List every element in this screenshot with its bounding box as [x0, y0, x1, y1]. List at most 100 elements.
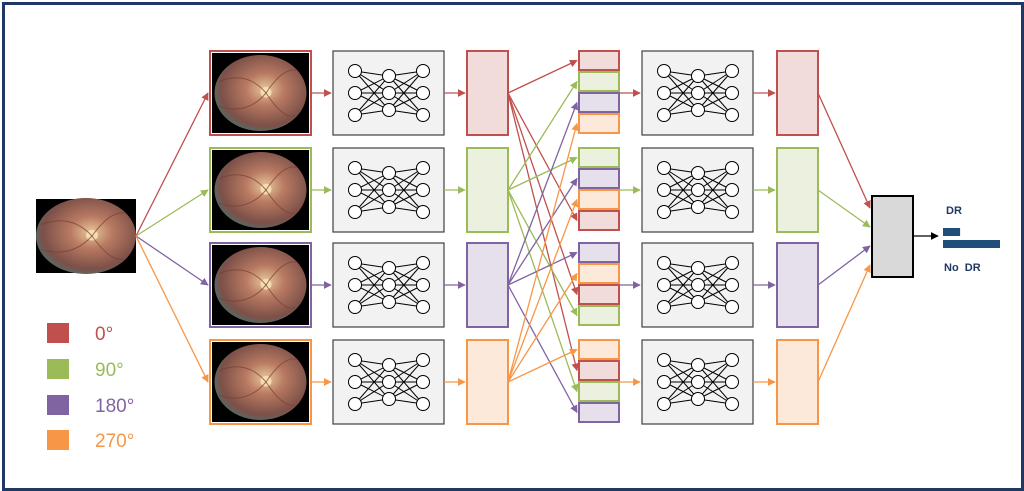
neuron-node	[657, 64, 671, 78]
neuron-node	[382, 69, 396, 83]
network-edge	[388, 70, 424, 111]
arrow-feature-to-stack	[507, 122, 579, 383]
neuron-node	[348, 278, 362, 292]
vessel	[218, 77, 267, 94]
vessel	[218, 174, 267, 191]
feature-vector-stage2	[776, 242, 819, 328]
concat-feature-segment	[578, 189, 620, 210]
neuron-node	[691, 200, 705, 214]
concat-feature-segment	[578, 360, 620, 381]
vessel	[91, 235, 124, 260]
neuron-node	[657, 353, 671, 367]
vessel	[218, 189, 267, 207]
rotated-fundus-image-90	[214, 152, 307, 228]
input-fundus-image	[36, 198, 136, 274]
network-edge	[354, 172, 390, 213]
neuron-node	[348, 108, 362, 122]
neural-network-icon	[641, 147, 754, 233]
legend-swatch-3	[47, 430, 69, 450]
vessel	[218, 92, 267, 110]
network-edge	[697, 359, 733, 400]
neural-network-icon	[332, 242, 445, 328]
arrow-feature-to-stack	[507, 177, 578, 286]
network-edge	[388, 364, 424, 405]
arrow-feature-to-stack	[507, 59, 578, 94]
neuron-node	[416, 375, 430, 389]
feature-vector-stage2	[776, 339, 819, 425]
neuron-node	[725, 86, 739, 100]
concat-feature-segment	[578, 381, 620, 402]
neuron-node	[416, 205, 430, 219]
neural-network-icon	[641, 50, 754, 136]
neuron-node	[348, 205, 362, 219]
neural-network-icon	[332, 50, 445, 136]
arrow-feature-to-aggregator	[817, 245, 871, 286]
neuron-node	[691, 69, 705, 83]
neuron-node	[416, 64, 430, 78]
network-edge	[354, 167, 390, 208]
neuron-node	[348, 397, 362, 411]
neuron-node	[725, 256, 739, 270]
neuron-node	[382, 375, 396, 389]
neuron-node	[725, 397, 739, 411]
vessel	[265, 166, 298, 191]
network-edge	[388, 172, 424, 213]
network-edge	[388, 167, 424, 208]
rotated-image-border-180	[209, 242, 312, 328]
arrow-feature-to-stack	[507, 156, 578, 191]
neuron-node	[416, 161, 430, 175]
network-edge	[697, 172, 733, 213]
arrow-feature-to-stack	[507, 284, 578, 414]
neuron-node	[382, 200, 396, 214]
concat-feature-segment	[578, 71, 620, 92]
neuron-node	[691, 86, 705, 100]
neuron-node	[348, 375, 362, 389]
arrow-input-to-rotation	[135, 92, 209, 237]
neuron-node	[725, 183, 739, 197]
arrow-feature-to-stack	[507, 198, 579, 383]
rotated-image-border-0	[209, 50, 312, 136]
arrow-feature-to-aggregator	[817, 92, 871, 209]
vessel	[265, 261, 298, 286]
network-edge	[697, 267, 733, 308]
vessel	[218, 269, 267, 286]
legend-label-2: 180°	[95, 396, 134, 417]
neuron-node	[382, 86, 396, 100]
neuron-node	[657, 278, 671, 292]
vessel	[218, 381, 267, 399]
neuron-node	[691, 261, 705, 275]
network-edge	[697, 364, 733, 405]
arrow-feature-to-stack	[507, 251, 578, 286]
network-edge	[388, 75, 424, 116]
network-edge	[388, 267, 424, 308]
neuron-node	[657, 397, 671, 411]
vessel	[40, 220, 93, 237]
input-image-border-bottom	[36, 273, 136, 279]
neuron-node	[657, 205, 671, 219]
feature-vector-stage2	[776, 50, 819, 136]
vessel	[265, 92, 296, 117]
neuron-node	[691, 103, 705, 117]
network-edge	[388, 359, 424, 400]
neuron-node	[348, 353, 362, 367]
network-edge	[388, 262, 424, 303]
vessel	[265, 69, 298, 94]
arrow-input-to-rotation	[135, 235, 209, 286]
neuron-node	[725, 108, 739, 122]
neuron-node	[691, 375, 705, 389]
concat-feature-segment	[578, 147, 620, 168]
neuron-node	[416, 300, 430, 314]
neuron-node	[382, 261, 396, 275]
concat-feature-segment	[578, 50, 620, 71]
neuron-node	[348, 183, 362, 197]
arrow-feature-to-stack	[507, 92, 578, 222]
arrow-feature-to-aggregator	[817, 189, 871, 228]
neuron-node	[382, 103, 396, 117]
network-edge	[354, 359, 390, 400]
neuron-node	[382, 358, 396, 372]
legend-label-0: 0°	[95, 324, 113, 345]
feature-vector-stage1	[466, 147, 509, 233]
neuron-node	[691, 278, 705, 292]
neuron-node	[657, 86, 671, 100]
